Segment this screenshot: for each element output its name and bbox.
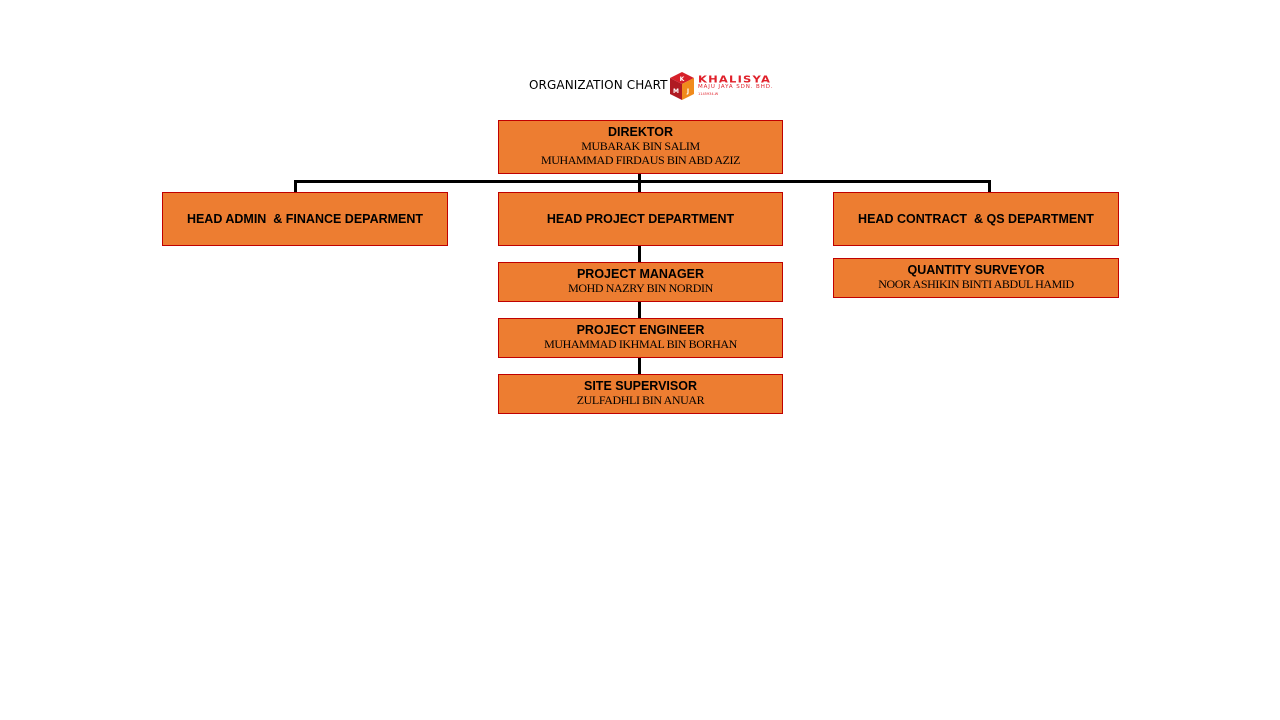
head-admin-finance-box: HEAD ADMIN & FINANCE DEPARMENT: [162, 192, 448, 246]
connector-project-chain: [638, 245, 641, 375]
director-box: DIREKTOR MUBARAK BIN SALIM MUHAMMAD FIRD…: [498, 120, 783, 174]
connector-right-drop: [988, 180, 991, 193]
connector-center-drop: [638, 180, 641, 193]
project-engineer-name: MUHAMMAD IKHMAL BIN BORHAN: [544, 337, 737, 351]
connector-horizontal-bus: [294, 180, 991, 183]
svg-text:J: J: [686, 88, 689, 95]
project-manager-name: MOHD NAZRY BIN NORDIN: [568, 281, 713, 295]
logo-subtitle-text: MAJU JAYA SDN. BHD.: [698, 84, 774, 90]
project-engineer-role: PROJECT ENGINEER: [576, 323, 705, 337]
site-supervisor-role: SITE SUPERVISOR: [584, 379, 697, 393]
site-supervisor-name: ZULFADHLI BIN ANUAR: [576, 393, 705, 407]
head-contract-qs-role: HEAD CONTRACT & QS DEPARTMENT: [858, 212, 1094, 226]
project-engineer-box: PROJECT ENGINEER MUHAMMAD IKHMAL BIN BOR…: [498, 318, 783, 358]
director-name-1: MUBARAK BIN SALIM: [581, 139, 700, 153]
kmj-cube-icon: K M J: [670, 72, 694, 100]
director-role: DIREKTOR: [607, 125, 674, 139]
director-name-2: MUHAMMAD FIRDAUS BIN ABD AZIZ: [540, 153, 741, 167]
connector-left-drop: [294, 180, 297, 193]
quantity-surveyor-role: QUANTITY SURVEYOR: [907, 263, 1045, 277]
logo-brand-text: KHALISYA: [698, 73, 772, 85]
project-manager-box: PROJECT MANAGER MOHD NAZRY BIN NORDIN: [498, 262, 783, 302]
chart-title: ORGANIZATION CHART: [529, 78, 668, 92]
svg-text:M: M: [673, 88, 679, 95]
connector-director-down: [638, 173, 641, 183]
head-admin-finance-role: HEAD ADMIN & FINANCE DEPARMENT: [186, 212, 424, 226]
head-project-role: HEAD PROJECT DEPARTMENT: [546, 212, 735, 226]
site-supervisor-box: SITE SUPERVISOR ZULFADHLI BIN ANUAR: [498, 374, 783, 414]
quantity-surveyor-box: QUANTITY SURVEYOR NOOR ASHIKIN BINTI ABD…: [833, 258, 1119, 298]
project-manager-role: PROJECT MANAGER: [576, 267, 705, 281]
company-logo: K M J KHALISYA MAJU JAYA SDN. BHD. 11459…: [668, 71, 784, 101]
svg-text:K: K: [680, 76, 685, 83]
head-contract-qs-box: HEAD CONTRACT & QS DEPARTMENT: [833, 192, 1119, 246]
logo-registration-text: 1145934-W: [698, 92, 719, 96]
head-project-box: HEAD PROJECT DEPARTMENT: [498, 192, 783, 246]
quantity-surveyor-name: NOOR ASHIKIN BINTI ABDUL HAMID: [878, 277, 1074, 291]
